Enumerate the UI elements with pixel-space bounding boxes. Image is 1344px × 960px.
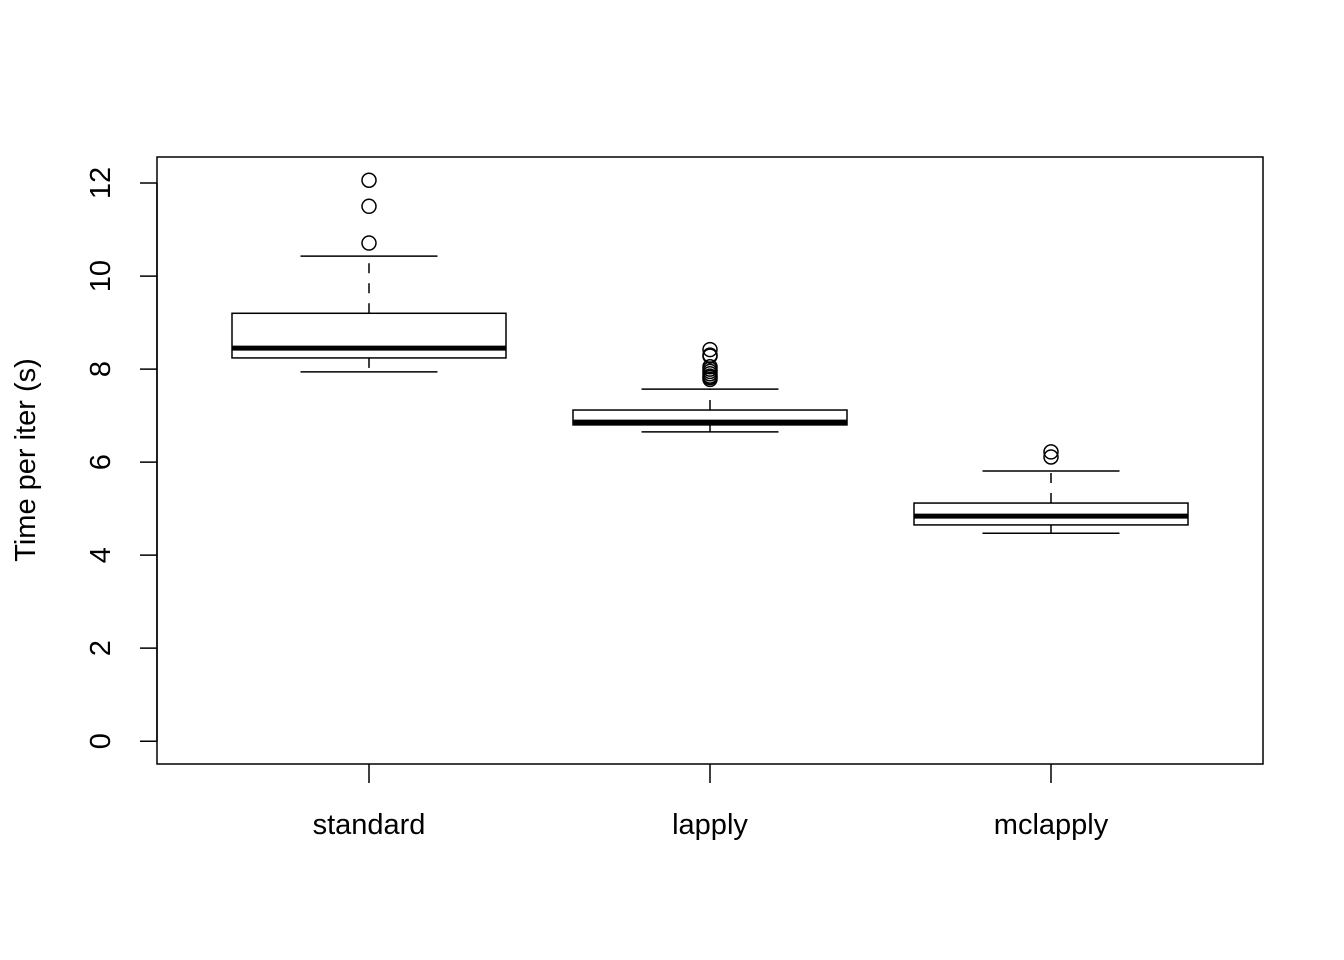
outlier-point — [702, 347, 718, 363]
outlier-point — [1043, 444, 1059, 460]
boxes — [231, 172, 1189, 535]
y-tick-label: 2 — [85, 640, 117, 656]
outlier-point — [702, 341, 718, 358]
plot-frame — [156, 156, 1264, 765]
y-tick-label: 4 — [85, 547, 117, 563]
y-tick-label: 10 — [85, 260, 117, 292]
outlier-point — [361, 198, 377, 215]
y-tick-label: 6 — [85, 454, 117, 470]
x-tick-label: lapply — [672, 809, 748, 841]
outlier-point — [1043, 449, 1059, 465]
outlier-point — [361, 235, 377, 251]
x-axis: standard lapply mclapply — [313, 764, 1109, 841]
x-tick-label: mclapply — [994, 809, 1109, 841]
x-tick-label: standard — [313, 809, 426, 841]
box-lapply — [572, 341, 848, 433]
y-tick-label: 8 — [85, 361, 117, 377]
y-tick-label: 0 — [85, 733, 117, 749]
box-standard — [231, 172, 507, 373]
y-axis: 0 2 4 6 8 10 12 — [85, 167, 158, 749]
box-mclapply — [913, 444, 1189, 535]
iqr-box — [231, 312, 507, 359]
outlier-point — [702, 359, 718, 375]
y-axis-label: Time per iter (s) — [10, 358, 42, 562]
y-tick-label: 12 — [85, 167, 117, 199]
outlier-point — [361, 172, 377, 189]
